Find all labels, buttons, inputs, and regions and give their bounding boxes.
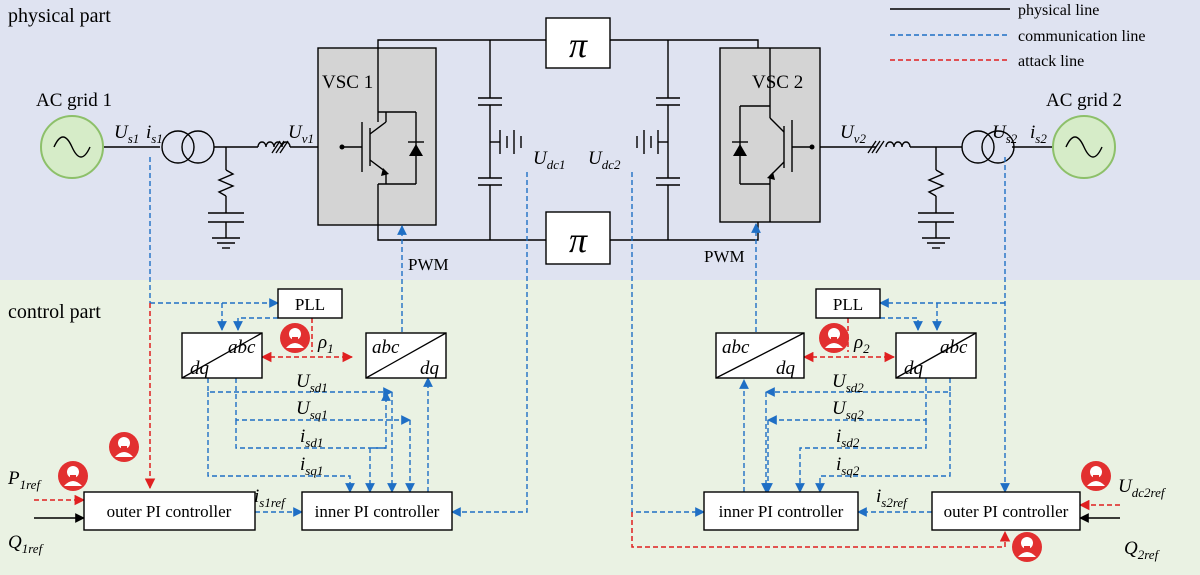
hacker-icon bbox=[819, 323, 849, 353]
sine-wave-icon bbox=[1065, 136, 1103, 158]
sine-wave-icon bbox=[53, 136, 91, 158]
signal-label-uv1: Uv1 bbox=[288, 122, 314, 146]
hacker-icon bbox=[1081, 461, 1111, 491]
signal-label-usq2: Usq2 bbox=[832, 398, 864, 422]
inner-pi-controller-2: inner PI controller bbox=[703, 491, 859, 531]
pi-line-top: π bbox=[545, 17, 611, 69]
signal-label-isd1: isd1 bbox=[300, 426, 323, 450]
abc-label: abc bbox=[372, 337, 400, 358]
hacker-icon bbox=[280, 323, 310, 353]
pi-line-bottom: π bbox=[545, 211, 611, 265]
signal-label-isq2: isq2 bbox=[836, 454, 860, 478]
signal-label-rho2: ρ2 bbox=[853, 332, 870, 356]
pll-2-block: PLL bbox=[815, 288, 881, 319]
pi-symbol-top: π bbox=[569, 25, 588, 65]
abc-label: abc bbox=[722, 337, 750, 358]
signal-label-udc2ref: Udc2ref bbox=[1118, 476, 1167, 500]
signal-label-usd1: Usd1 bbox=[296, 371, 328, 395]
signal-label-is2ref: is2ref bbox=[876, 486, 909, 510]
inner-pi-controller-2-label: inner PI controller bbox=[719, 502, 844, 521]
igbt-2-icon bbox=[739, 48, 812, 222]
pll-2-label: PLL bbox=[833, 295, 863, 314]
signal-label-isd2: isd2 bbox=[836, 426, 860, 450]
attack-lines bbox=[34, 303, 1120, 548]
physical-part-title: physical part bbox=[8, 5, 111, 27]
signal-label-rho1: ρ1 bbox=[317, 332, 334, 356]
outer-pi-controller-1-label: outer PI controller bbox=[107, 502, 232, 521]
physical-lines bbox=[104, 39, 1052, 249]
park-transform-1: abc dq bbox=[181, 332, 263, 379]
hacker-icon bbox=[1012, 532, 1042, 562]
signal-label-q2ref: Q2ref bbox=[1124, 538, 1161, 562]
pwm-1-label: PWM bbox=[408, 255, 449, 274]
signal-label-us1: Us1 bbox=[114, 122, 139, 146]
hacker-icon bbox=[58, 461, 88, 491]
signal-label-usq1: Usq1 bbox=[296, 398, 328, 422]
pwm-2-label: PWM bbox=[704, 247, 745, 266]
ac-grid-1-label: AC grid 1 bbox=[36, 90, 112, 111]
inductor-2 bbox=[885, 141, 911, 148]
signal-label-udc1: Udc1 bbox=[533, 148, 566, 172]
signal-label-isq1: isq1 bbox=[300, 454, 323, 478]
dq-label: dq bbox=[420, 358, 440, 379]
ac-grid-1 bbox=[40, 115, 104, 179]
abc-label: abc bbox=[940, 337, 968, 358]
hacker-icon bbox=[109, 432, 139, 462]
vsc-1-label: VSC 1 bbox=[322, 72, 373, 93]
inner-pi-controller-1-label: inner PI controller bbox=[315, 502, 440, 521]
pi-symbol-bottom: π bbox=[569, 220, 588, 260]
dq-label: dq bbox=[190, 358, 210, 379]
legend: physical line communication line attack … bbox=[890, 2, 1146, 70]
inductor-1 bbox=[257, 141, 291, 148]
signal-label-udc2: Udc2 bbox=[588, 148, 621, 172]
inverse-park-transform-2: abc dq bbox=[715, 332, 805, 379]
signal-label-is1ref: is1ref bbox=[254, 486, 287, 510]
abc-label: abc bbox=[228, 337, 256, 358]
signal-label-usd2: Usd2 bbox=[832, 371, 864, 395]
signal-label-q1ref: Q1ref bbox=[8, 532, 45, 556]
control-part-background bbox=[0, 280, 1200, 575]
inner-pi-controller-1: inner PI controller bbox=[301, 491, 453, 531]
three-phase-marks bbox=[271, 140, 885, 154]
outer-pi-controller-2: outer PI controller bbox=[931, 491, 1081, 531]
legend-attack-line-label: attack line bbox=[1018, 53, 1084, 70]
attack-icons bbox=[58, 323, 1111, 562]
vsc-2-label: VSC 2 bbox=[752, 72, 803, 93]
control-part-title: control part bbox=[8, 301, 101, 323]
outer-pi-controller-1: outer PI controller bbox=[83, 491, 256, 531]
transformer-2 bbox=[961, 130, 1015, 164]
ac-grid-2-label: AC grid 2 bbox=[1046, 90, 1122, 111]
pll-1-block: PLL bbox=[277, 288, 343, 319]
signal-label-us2: Us2 bbox=[992, 122, 1018, 146]
signal-label-p1ref: P1ref bbox=[7, 468, 42, 492]
dq-label: dq bbox=[776, 358, 796, 379]
signal-label-uv2: Uv2 bbox=[840, 122, 867, 146]
dq-label: dq bbox=[904, 358, 924, 379]
ac-grid-2 bbox=[1052, 115, 1116, 179]
inverse-park-transform-1: abc dq bbox=[365, 332, 447, 379]
signal-label-is2: is2 bbox=[1030, 122, 1047, 146]
vsc-2-block: VSC 2 bbox=[719, 47, 821, 223]
legend-physical-line-label: physical line bbox=[1018, 2, 1099, 19]
transformer-1 bbox=[161, 130, 215, 164]
outer-pi-controller-2-label: outer PI controller bbox=[944, 502, 1069, 521]
vsc-1-block: VSC 1 bbox=[317, 47, 437, 226]
pll-1-label: PLL bbox=[295, 295, 325, 314]
signal-label-is1: is1 bbox=[146, 122, 163, 146]
park-transform-2: abc dq bbox=[895, 332, 977, 379]
legend-communication-line-label: communication line bbox=[1018, 28, 1146, 45]
